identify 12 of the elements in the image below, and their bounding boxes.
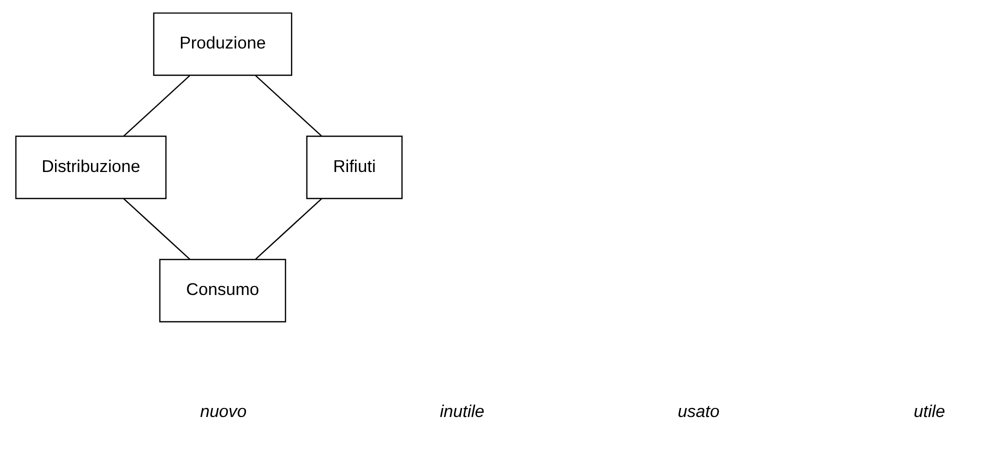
label: utile (913, 402, 945, 422)
node-box: Rifiuti (306, 136, 402, 200)
node-box: Consumo (158, 258, 286, 322)
node-box: Distribuzione (14, 136, 166, 200)
label: usato (677, 402, 719, 422)
label: inutile (439, 402, 484, 422)
node-box: Produzione (152, 12, 292, 76)
label: nuovo (200, 402, 246, 422)
connector (254, 75, 322, 136)
connector (122, 75, 190, 136)
connector (122, 198, 190, 260)
connector (254, 198, 322, 260)
